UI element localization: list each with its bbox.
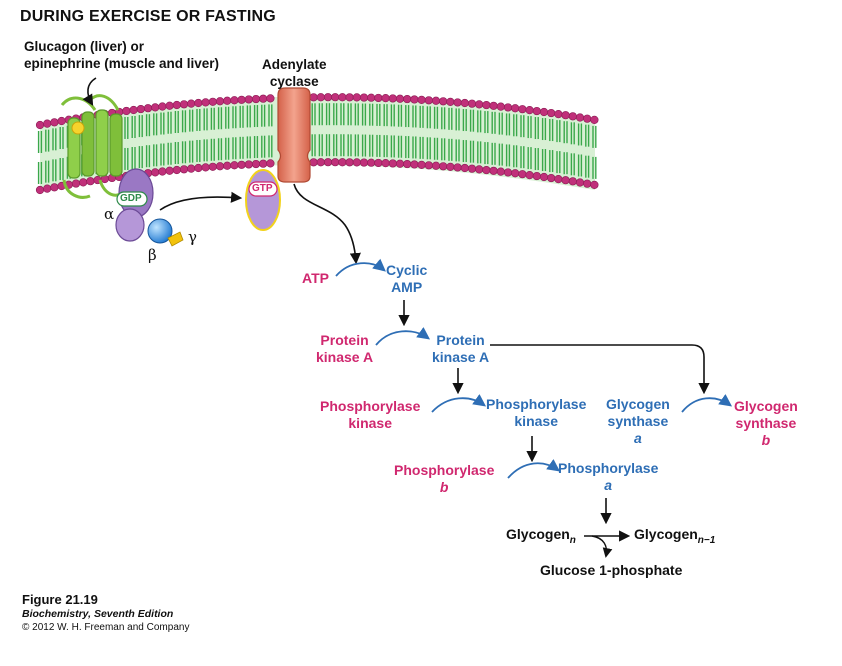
glycogen-n-minus-1-label: Glycogenn−1 (634, 526, 716, 546)
phosphorylase-b-label: Phosphorylase b (394, 462, 495, 495)
figure-title: DURING EXERCISE OR FASTING (20, 8, 276, 25)
copyright: © 2012 W. H. Freeman and Company (22, 622, 190, 633)
ph-activation-arc (507, 459, 561, 479)
phosphorylase-kinase-active-label: Phosphorylase kinase (486, 396, 587, 429)
hormone-arrow (82, 77, 97, 106)
glucose-1-phosphate-label: Glucose 1-phosphate (540, 562, 683, 578)
gdp-label: GDP (120, 193, 142, 204)
adenylate-cyclase-label: Adenylate cyclase (262, 57, 327, 89)
lipid-bilayer (35, 93, 599, 195)
phosphorylase-a-label: Phosphorylase a (558, 460, 659, 493)
activation-arrow (159, 191, 243, 211)
g1p-release-arrow (591, 535, 613, 558)
phk-activation-arc (431, 394, 487, 413)
hormone-label: Glucagon (liver) or epinephrine (muscle … (24, 39, 220, 71)
phosphorylase-kinase-inactive-label: Phosphorylase kinase (320, 398, 421, 431)
atp-label: ATP (302, 270, 329, 286)
glycogen-synthase-b-label: Glycogen synthase b (734, 398, 798, 448)
beta-label: β (148, 246, 157, 264)
figure-number: Figure 21.19 (22, 592, 98, 607)
gamma-label: γ (188, 228, 197, 246)
pka-active-label: Protein kinase A (432, 332, 490, 365)
cyclic-amp-label: Cyclic AMP (386, 262, 428, 295)
adenylate-cyclase-protein (277, 87, 311, 183)
g-alpha-gtp (245, 169, 281, 231)
alpha-label: α (104, 205, 115, 223)
pka-activation-arc (375, 327, 431, 346)
cyclase-arrow (293, 183, 361, 265)
g-protein-gdp (115, 168, 184, 247)
book-title: Biochemistry, Seventh Edition (22, 608, 174, 620)
atp-to-camp-arc (335, 258, 386, 277)
gs-inactivation-arc (681, 394, 733, 413)
glycogen-n-label: Glycogenn (506, 526, 576, 546)
gtp-label: GTP (252, 183, 273, 194)
glycogen-synthase-a-label: Glycogen synthase a (606, 396, 670, 446)
receptor-helices (60, 94, 126, 199)
pka-inactive-label: Protein kinase A (316, 332, 374, 365)
pka-to-gs-arrow (490, 344, 710, 395)
